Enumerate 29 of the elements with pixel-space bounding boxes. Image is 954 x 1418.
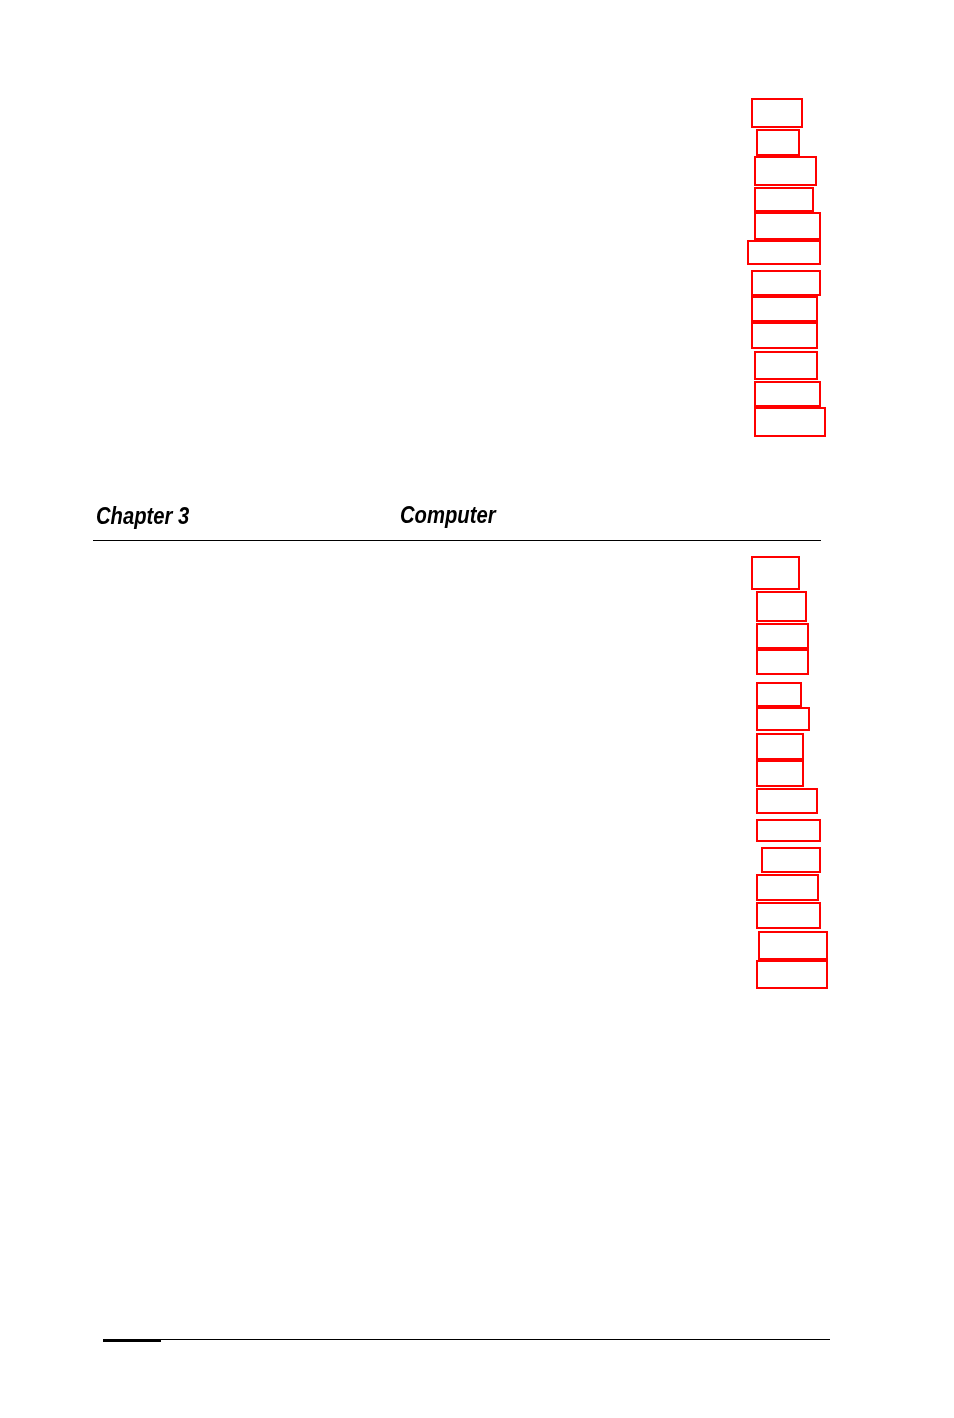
outline-box [751,556,800,590]
outline-box [751,322,818,349]
outline-box [756,874,819,901]
heading-text: Computer [400,502,496,529]
outline-box [754,187,814,212]
outline-box [754,351,818,380]
outline-box [756,707,810,731]
outline-box [756,902,821,929]
outline-box [756,760,804,787]
outline-box [758,931,828,960]
outline-box [756,623,809,649]
outline-box [751,270,821,296]
outline-box [756,819,821,842]
outline-box [756,591,807,622]
outline-box [754,212,821,240]
heading-text: Chapter 3 [96,503,190,530]
outline-box [754,407,826,437]
outline-box [751,296,818,322]
outline-box [756,733,804,760]
outline-box [756,960,828,989]
outline-box [751,98,803,128]
outline-box [756,649,809,675]
outline-box [754,381,821,407]
outline-box [747,240,821,265]
outline-box [761,847,821,873]
outline-box [754,156,817,186]
outline-box [756,682,802,707]
outline-box [756,129,800,156]
outline-box [756,788,818,814]
